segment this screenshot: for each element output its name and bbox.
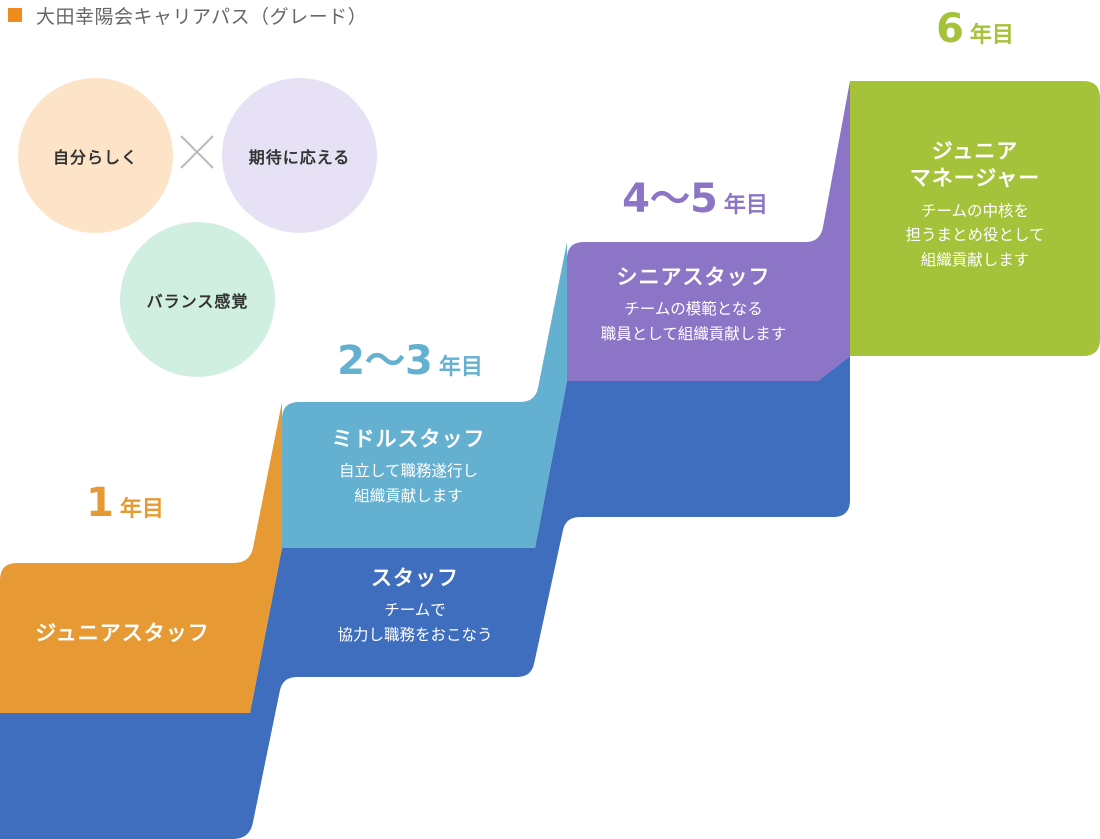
grade-staff-desc-line-1: チームで <box>384 601 446 620</box>
junior-manager-band <box>850 81 1100 356</box>
year-label-6: 6 年目 <box>905 6 1045 52</box>
year-label-4-5: 4～5 年目 <box>600 166 790 224</box>
grade-junior-manager: ジュニア マネージャー チームの中核を 担うまとめ役として 組織貢献します <box>850 138 1100 273</box>
page-title-text: 大田幸陽会キャリアパス（グレード） <box>36 5 368 28</box>
grade-junior-manager-name-line-2: マネージャー <box>909 166 1041 191</box>
page-title: 大田幸陽会キャリアパス（グレード） <box>8 0 367 30</box>
year-label-4-5-unit: 年目 <box>723 193 768 218</box>
value-circle-expectation-label: 期待に応える <box>248 147 351 167</box>
grade-senior-staff-name: シニアスタッフ <box>616 265 771 289</box>
junior-staff-band <box>0 402 282 713</box>
year-label-1: 1 年目 <box>70 480 180 526</box>
grade-staff-desc-line-2: 協力し職務をおこなう <box>337 626 493 645</box>
grade-middle-staff-name: ミドルスタッフ <box>331 427 486 451</box>
grade-junior-manager-desc: チームの中核を 担うまとめ役として 組織貢献します <box>905 199 1044 273</box>
grade-staff-name: スタッフ <box>371 566 459 590</box>
grade-junior-manager-desc-line-2: 担うまとめ役として <box>905 226 1045 245</box>
grade-junior-manager-name-line-1: ジュニア <box>931 139 1019 163</box>
value-circle-expectation: 期待に応える <box>222 78 377 233</box>
value-circle-balance-label: バランス感覚 <box>146 291 249 311</box>
year-label-1-number: 1 <box>86 480 114 526</box>
multiply-icon <box>180 135 214 169</box>
year-label-2-3-number: 2～3 <box>337 338 433 384</box>
grade-staff: スタッフ チームで 協力し職務をおこなう <box>290 565 540 648</box>
middle-staff-band <box>282 242 567 548</box>
grade-staff-desc: チームで 協力し職務をおこなう <box>337 598 492 648</box>
grade-senior-staff-desc-line-2: 職員として組織貢献します <box>600 325 787 344</box>
value-circle-self-label: 自分らしく <box>52 147 138 167</box>
grade-middle-staff: ミドルスタッフ 自立して職務遂行し 組織貢献します <box>282 426 535 509</box>
grade-junior-manager-desc-line-1: チームの中核を <box>920 201 1030 220</box>
year-label-6-number: 6 <box>936 6 964 52</box>
year-label-2-3: 2～3 年目 <box>320 328 500 386</box>
grade-junior-staff: ジュニアスタッフ <box>0 620 245 647</box>
year-label-1-unit: 年目 <box>119 497 164 522</box>
value-circle-balance: バランス感覚 <box>120 222 275 377</box>
title-marker <box>8 8 22 22</box>
grade-middle-staff-desc-line-2: 組織貢献します <box>354 487 463 506</box>
year-label-6-unit: 年目 <box>969 23 1014 48</box>
grade-middle-staff-desc-line-1: 自立して職務遂行し <box>338 462 479 481</box>
senior-staff-band <box>567 81 850 381</box>
grade-junior-staff-name: ジュニアスタッフ <box>35 621 210 645</box>
grade-junior-manager-desc-line-3: 組織貢献します <box>920 251 1030 270</box>
grade-senior-staff-desc-line-1: チームの模範となる <box>624 300 763 319</box>
year-label-4-5-number: 4～5 <box>622 176 718 222</box>
grade-senior-staff: シニアスタッフ チームの模範となる 職員として組織貢献します <box>567 264 820 347</box>
grade-junior-manager-name: ジュニア マネージャー <box>910 138 1041 193</box>
grade-senior-staff-desc: チームの模範となる 職員として組織貢献します <box>601 297 787 347</box>
staff-band <box>0 356 850 839</box>
year-label-2-3-unit: 年目 <box>438 355 483 380</box>
value-circle-self: 自分らしく <box>18 78 173 233</box>
grade-middle-staff-desc: 自立して職務遂行し 組織貢献します <box>339 459 478 509</box>
